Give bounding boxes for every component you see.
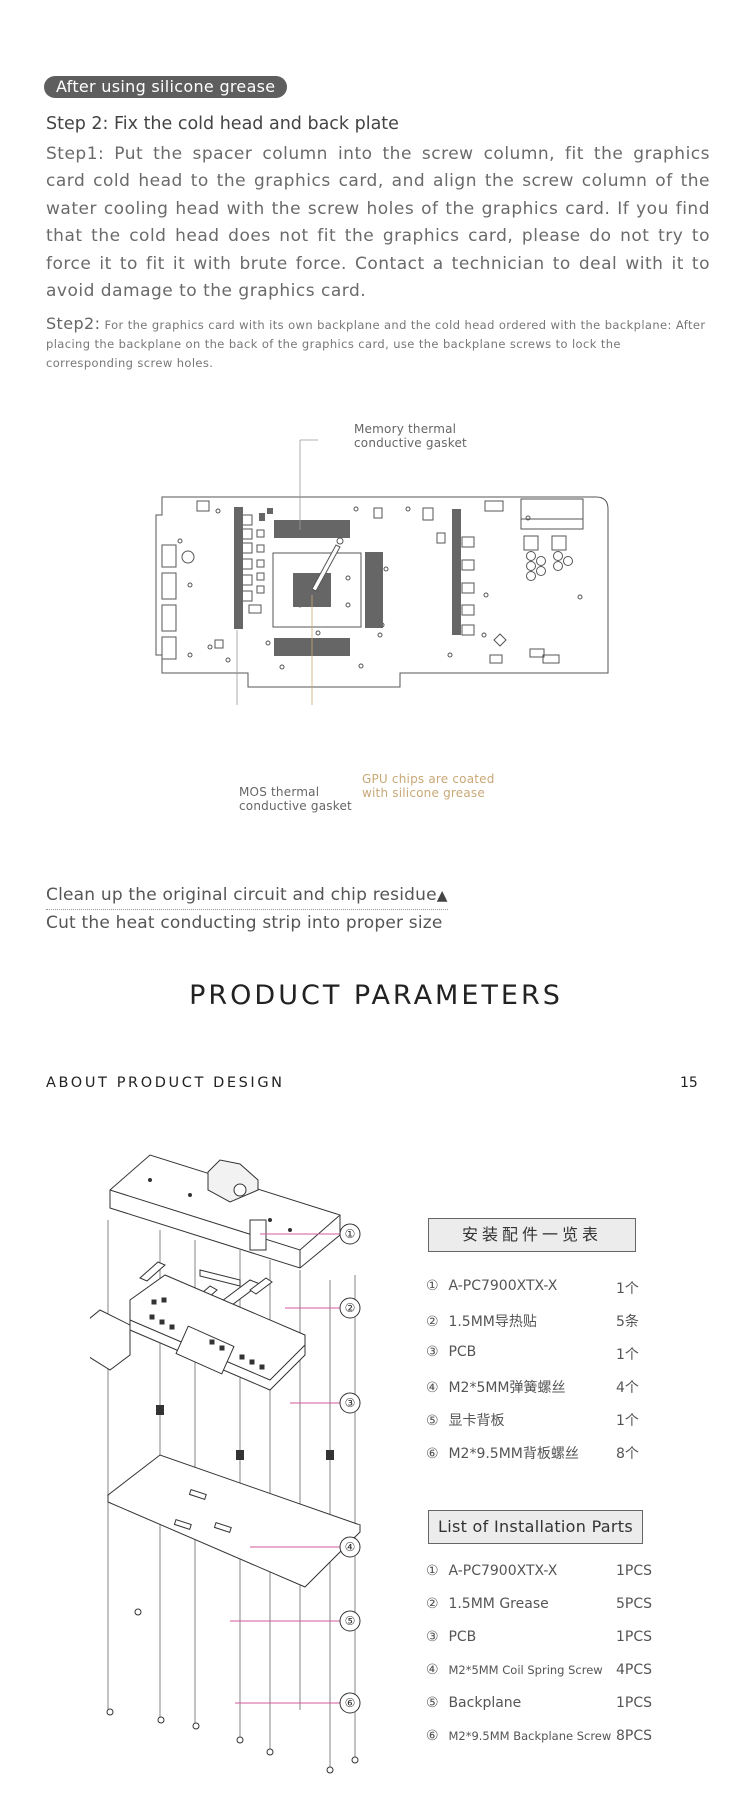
memory-pad-label: Memory thermal conductive gasket (354, 422, 467, 450)
gpu-grease-label: GPU chips are coated with silicone greas… (362, 772, 495, 800)
pcb-diagram (155, 439, 609, 705)
mos-pad-right (452, 509, 461, 635)
product-parameters-title: PRODUCT PARAMETERS (189, 980, 563, 1011)
page-number: 15 (680, 1075, 698, 1091)
memory-pad-right (365, 552, 383, 628)
parts-list-heading-cn: 安装配件一览表 (428, 1218, 636, 1252)
pcb-board (90, 1274, 306, 1391)
power-connector (520, 498, 584, 530)
port (161, 604, 177, 632)
mos-pad-left (234, 507, 243, 629)
mos-pad-label-line1: MOS thermal (239, 785, 320, 799)
callout-4: ④ (345, 1540, 356, 1554)
step1-paragraph: Step1: Put the spacer column into the sc… (46, 144, 710, 302)
backplane (107, 1454, 361, 1588)
parts-list-heading-en: List of Installation Parts (428, 1510, 643, 1544)
step2-lead: Step2: (46, 314, 101, 333)
callout-1: ① (345, 1227, 356, 1241)
port (161, 636, 177, 660)
gpu-frame (272, 552, 362, 628)
note-clean-text: Clean up the original circuit and chip r… (46, 885, 437, 905)
triangle-icon: ▲ (436, 888, 448, 904)
grease-syringe (311, 537, 344, 592)
memory-pad-label-line1: Memory thermal (354, 422, 457, 436)
memory-pad-label-line2: conductive gasket (354, 435, 467, 450)
memory-pad-top (274, 520, 350, 538)
callout-2: ② (345, 1301, 356, 1315)
callout-5: ⑤ (345, 1614, 356, 1628)
water-block (109, 1154, 341, 1269)
note-cut: Cut the heat conducting strip into prope… (46, 913, 443, 933)
exploded-view: ① ② ③ ④ ⑤ ⑥ (90, 1154, 361, 1774)
gpu-grease-label-line1: GPU chips are coated (362, 772, 495, 786)
port (161, 572, 177, 600)
step-title: Step 2: Fix the cold head and back plate (46, 114, 399, 134)
step2-paragraph: Step2: For the graphics card with its ow… (46, 314, 710, 373)
callout-6: ⑥ (345, 1696, 356, 1710)
step2-text: For the graphics card with its own backp… (46, 318, 706, 370)
pcb-outline (155, 496, 609, 688)
backplane-screws (106, 1608, 359, 1774)
callout-3: ③ (345, 1396, 356, 1410)
mos-pad-label-line2: conductive gasket (239, 798, 352, 813)
port (161, 544, 177, 568)
about-product-design: ABOUT PRODUCT DESIGN (46, 1075, 285, 1091)
mos-pad-label: MOS thermal conductive gasket (239, 785, 352, 813)
gpu-grease-label-line2: with silicone grease (362, 785, 485, 800)
section-pill: After using silicone grease (44, 76, 288, 98)
note-clean: Clean up the original circuit and chip r… (46, 885, 448, 910)
